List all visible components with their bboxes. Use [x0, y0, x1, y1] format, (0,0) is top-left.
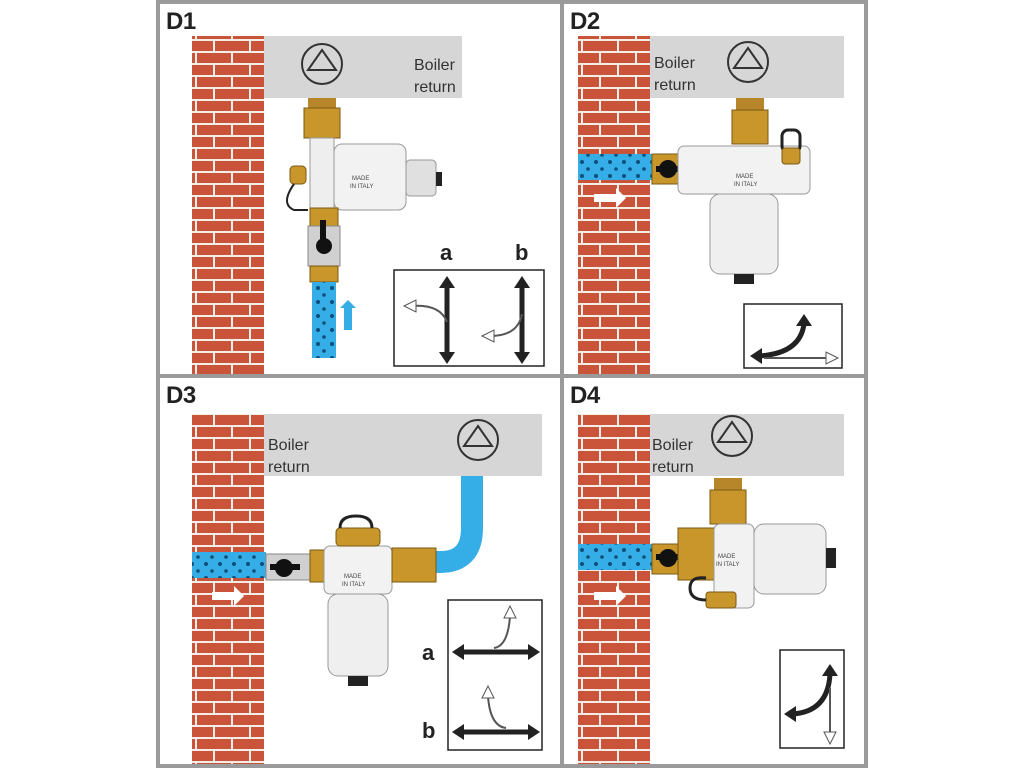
svg-text:MADE: MADE	[718, 554, 735, 560]
boiler-return-box: Boiler return	[264, 36, 462, 98]
panel-d1: D1 Boiler return	[160, 4, 560, 374]
boiler-return-box: Boiler return	[650, 36, 844, 98]
direction-arrow-icon	[452, 684, 540, 740]
boiler-return-box: Boiler return	[650, 414, 844, 476]
boiler-label-line2: return	[268, 459, 310, 476]
ball-valve-icon	[651, 543, 679, 575]
panel-d2: D2 Boiler return	[564, 4, 864, 374]
brick-wall	[192, 414, 264, 764]
boiler-label-line2: return	[414, 79, 456, 96]
letter-b: b	[422, 718, 435, 743]
direction-arrow-icon	[784, 664, 838, 746]
svg-text:IN ITALY: IN ITALY	[342, 582, 365, 588]
direction-diagram	[779, 649, 845, 749]
brick-wall	[192, 36, 264, 374]
water-pipe	[578, 154, 652, 180]
magnetic-filter: MADE IN ITALY	[286, 98, 442, 211]
direction-arrow-icon	[480, 276, 530, 364]
direction-arrow-icon	[452, 604, 540, 660]
flow-arrow-icon	[212, 586, 244, 606]
svg-text:IN ITALY: IN ITALY	[716, 562, 739, 568]
panel-label: D2	[570, 8, 600, 35]
pump-icon	[301, 43, 343, 85]
magnetic-filter: MADE IN ITALY	[323, 514, 437, 686]
boiler-return-box: Boiler return	[264, 414, 542, 476]
flow-arrow-icon	[340, 300, 356, 330]
boiler-label-line2: return	[652, 459, 694, 476]
water-pipe	[192, 552, 266, 578]
panel-label: D4	[570, 382, 600, 409]
brick-wall	[578, 36, 650, 374]
boiler-label-line1: Boiler	[654, 55, 696, 72]
panel-label: D1	[166, 8, 196, 35]
panel-d3: D3 Boiler return	[160, 378, 560, 764]
magnetic-filter: MADE IN ITALY	[677, 98, 811, 284]
brick-wall	[578, 414, 650, 764]
magnetic-filter: MADE IN ITALY	[677, 478, 836, 609]
pump-icon	[711, 415, 753, 457]
ball-valve-icon	[307, 207, 341, 283]
boiler-label-line1: Boiler	[652, 437, 694, 454]
boiler-label-line1: Boiler	[268, 437, 310, 454]
svg-text:IN ITALY: IN ITALY	[350, 184, 373, 190]
direction-diagram	[743, 303, 843, 369]
svg-text:MADE: MADE	[352, 176, 369, 182]
ball-valve-icon	[265, 549, 325, 583]
pump-icon	[727, 41, 769, 83]
svg-text:IN ITALY: IN ITALY	[734, 182, 757, 188]
water-pipe	[578, 544, 652, 570]
panel-label: D3	[166, 382, 196, 409]
water-pipe	[430, 476, 483, 573]
letter-b: b	[515, 240, 528, 265]
boiler-label-line2: return	[654, 77, 696, 94]
ball-valve-icon	[651, 153, 679, 185]
flow-arrow-icon	[594, 586, 626, 606]
panel-d4: D4 Boiler return	[564, 378, 864, 764]
svg-text:MADE: MADE	[736, 174, 753, 180]
direction-diagram: a b	[393, 240, 545, 367]
letter-a: a	[440, 240, 453, 265]
water-pipe	[312, 282, 336, 358]
direction-arrow-icon	[750, 314, 840, 365]
letter-a: a	[422, 640, 435, 665]
flow-arrow-icon	[594, 188, 626, 208]
direction-arrow-icon	[402, 276, 455, 364]
direction-diagram: a b	[422, 599, 543, 751]
pump-icon	[457, 419, 499, 461]
boiler-label-line1: Boiler	[414, 57, 456, 74]
svg-text:MADE: MADE	[344, 574, 361, 580]
